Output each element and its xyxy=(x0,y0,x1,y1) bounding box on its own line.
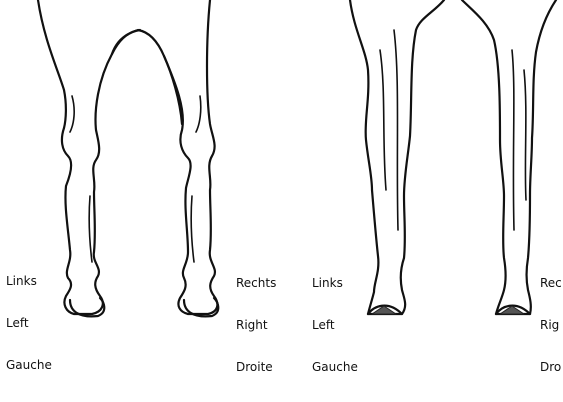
left-figure-left-label: Links Left Gauche xyxy=(6,246,52,400)
left-figure-right-leg-outer xyxy=(164,0,217,314)
left-figure-legs xyxy=(38,0,218,316)
label-de: Links xyxy=(312,276,358,290)
right-figure-right-label: Rec Rig Dro xyxy=(540,248,562,402)
left-figure-left-leg-outer xyxy=(38,0,140,314)
label-de: Rechts xyxy=(236,276,276,290)
label-de: Links xyxy=(6,274,52,288)
label-de: Rec xyxy=(540,276,562,290)
legs-diagram: Links Left Gauche Rechts Right Droite Li… xyxy=(0,0,563,324)
right-figure-left-tendon-b xyxy=(394,30,398,230)
left-figure-right-tendon xyxy=(196,96,201,132)
label-en: Left xyxy=(6,316,52,330)
label-fr: Gauche xyxy=(312,360,358,374)
right-figure-left-tendon-a xyxy=(380,50,386,190)
label-en: Left xyxy=(312,318,358,332)
label-en: Right xyxy=(236,318,276,332)
label-en: Rig xyxy=(540,318,562,332)
left-figure-right-label: Rechts Right Droite xyxy=(236,248,276,402)
left-figure-right-cannon-line xyxy=(191,196,194,262)
left-figure-left-cannon-line xyxy=(89,196,92,262)
right-figure-left-label: Links Left Gauche xyxy=(312,248,358,402)
right-figure-right-tendon-b xyxy=(524,70,526,200)
right-figure-right-tendon-a xyxy=(512,50,514,230)
horse-legs-drawing xyxy=(0,0,563,324)
label-fr: Gauche xyxy=(6,358,52,372)
right-figure-legs xyxy=(350,0,556,314)
left-figure-left-tendon xyxy=(70,96,74,132)
label-fr: Droite xyxy=(236,360,276,374)
label-fr: Dro xyxy=(540,360,562,374)
